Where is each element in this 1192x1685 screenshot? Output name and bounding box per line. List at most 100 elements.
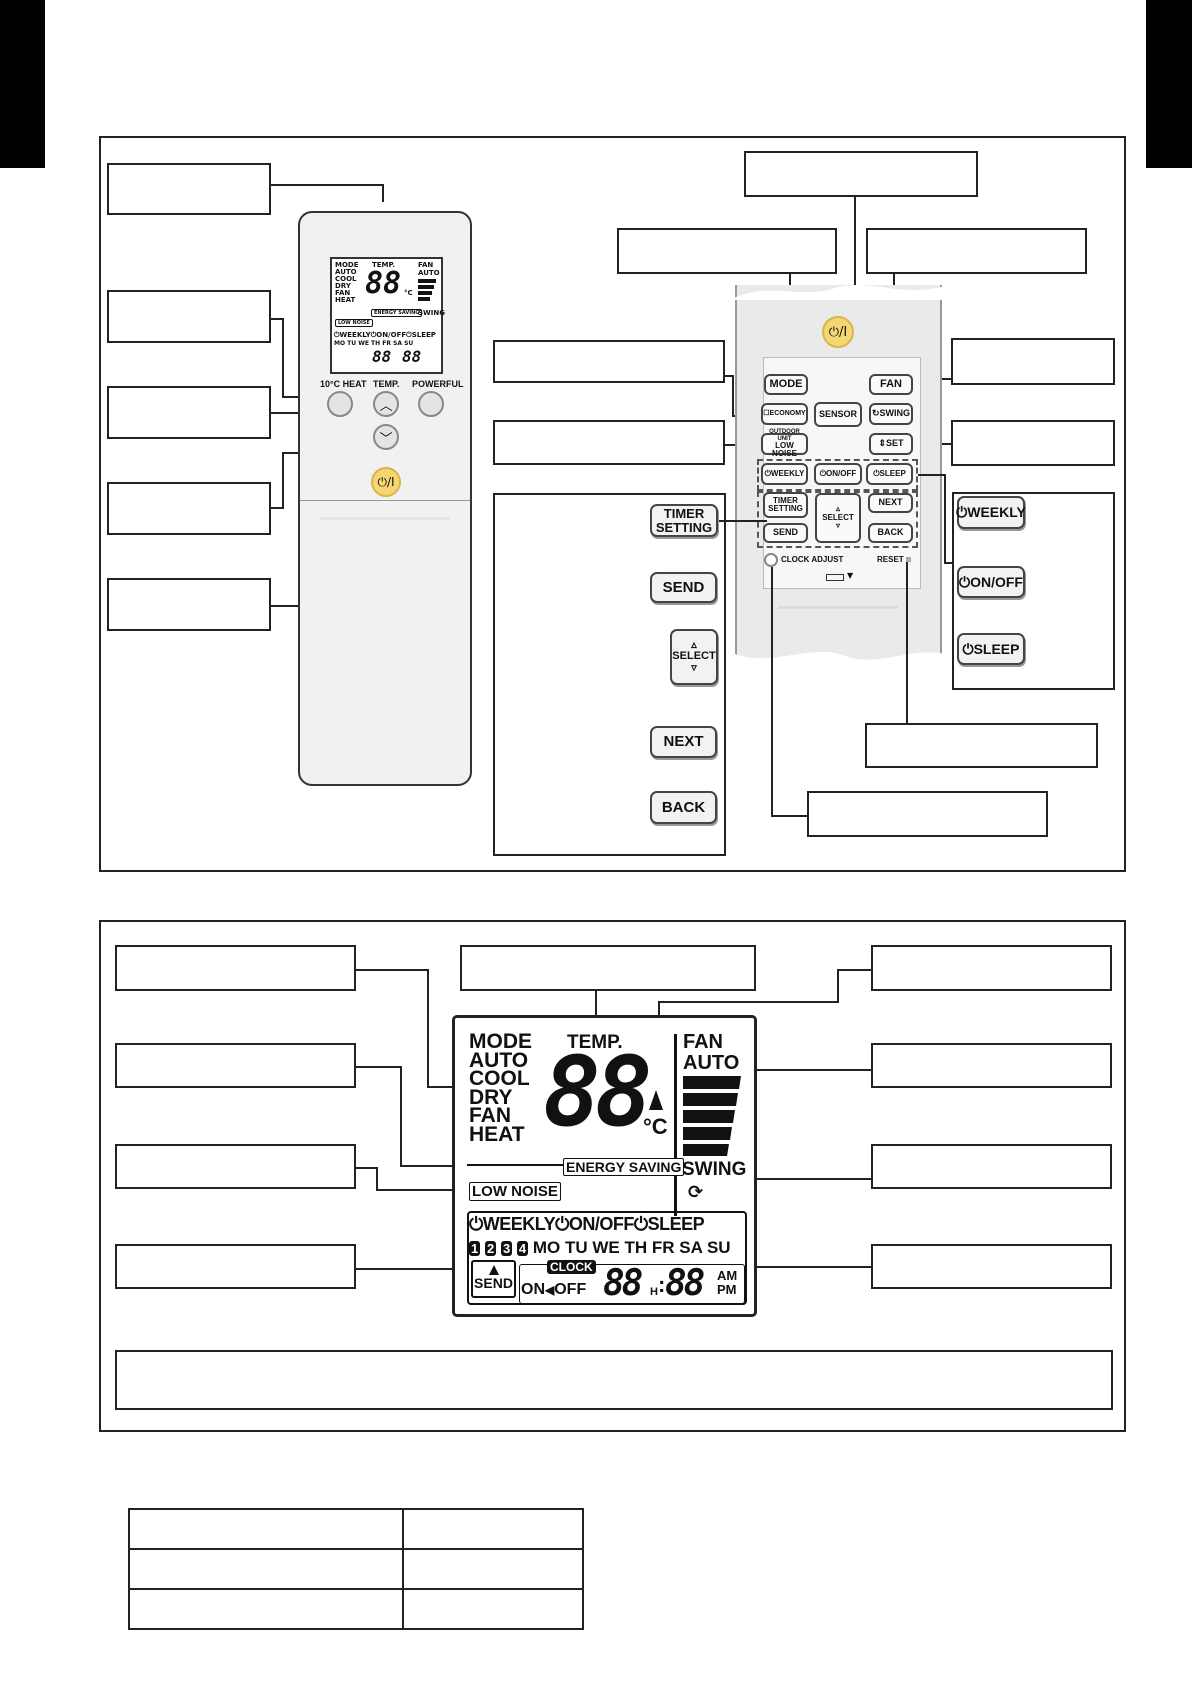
remote-torn-bottom-edge: [730, 651, 945, 670]
power-button-small[interactable]: ⏻/I: [371, 467, 401, 497]
lcd-low-noise: LOW NOISE: [335, 319, 373, 327]
set-icon: ⇕: [878, 438, 887, 449]
label-box-power: [107, 578, 271, 631]
lcd-swing-label-large: SWING: [682, 1159, 747, 1180]
set-button[interactable]: ⇕SET: [869, 433, 913, 455]
lcd-day-number-4: 4: [516, 1241, 529, 1256]
label-box-swing-display: [871, 1144, 1112, 1189]
lcd-weekly-large: WEEKLY: [482, 1214, 556, 1234]
clock-icon: ⏻: [555, 1214, 569, 1234]
lcd-fan-auto-label: AUTO: [418, 269, 440, 277]
clock-icon: ⏻: [959, 573, 971, 590]
powerful-button[interactable]: [418, 391, 444, 417]
back-button[interactable]: BACK: [868, 523, 913, 543]
lcd-sleep-large: SLEEP: [647, 1214, 705, 1234]
lcd-time-hours-small: 88: [372, 347, 392, 366]
lcd-divider-vertical: [674, 1034, 677, 1216]
heat10-button[interactable]: [327, 391, 353, 417]
label-box-10c-heat: [107, 290, 271, 343]
triangle-down-icon: ▿: [691, 661, 697, 674]
weekly-label: WEEKLY: [770, 468, 805, 478]
lcd-energy-saving: ENERGY SAVING: [371, 309, 423, 317]
select-button[interactable]: ▵SELECT▿: [815, 493, 861, 543]
economy-label: ECONOMY: [769, 410, 806, 418]
outdoor-unit-label: OUTDOOR UNIT: [769, 429, 800, 442]
lcd-timer-area: [467, 1211, 747, 1305]
remote-cover-slot-open: [778, 606, 898, 609]
lcd-mode-label-large: MODE: [469, 1030, 532, 1053]
triangle-down-icon: ▿: [835, 521, 840, 531]
lcd-sleep-small: SLEEP: [411, 331, 436, 339]
onoff-timer-button[interactable]: ⏻ON/OFF: [814, 463, 862, 485]
lcd-mode-label: MODE: [335, 261, 359, 269]
lcd-cool-label-large: COOL: [469, 1067, 530, 1090]
temp-down-button[interactable]: ﹀: [373, 424, 399, 450]
sensor-button[interactable]: SENSOR: [814, 402, 862, 427]
lcd-celsius: °C: [404, 289, 413, 297]
lcd-am-label: AM: [717, 1268, 738, 1283]
triangle-up-icon: ▵: [835, 504, 840, 514]
lcd-day-number-2: 2: [484, 1241, 497, 1256]
clock-icon: ⏻: [962, 640, 974, 657]
sleep-button-large[interactable]: ⏻SLEEP: [957, 633, 1025, 665]
heat10-label: 10°C HEAT: [320, 379, 367, 389]
swing-icon: ↻: [871, 408, 880, 419]
select-label: SELECT: [822, 512, 854, 522]
lcd-time-hours-large: 88: [603, 1263, 643, 1304]
lcd-day-number-3: 3: [500, 1241, 513, 1256]
weekly-button-large[interactable]: ⏻WEEKLY: [956, 496, 1026, 529]
clock-icon: ⏻: [956, 504, 968, 521]
clock-adjust-button[interactable]: [764, 553, 778, 567]
weekly-button[interactable]: ⏻WEEKLY: [761, 463, 808, 485]
lcd-dry-label-large: DRY: [469, 1085, 513, 1109]
page-tab-left: [0, 0, 45, 168]
lcd-heat-label-large: HEAT: [469, 1122, 525, 1146]
table-row: [128, 1588, 584, 1630]
mode-button[interactable]: MODE: [764, 374, 808, 395]
select-button-large[interactable]: ▵SELECT▿: [670, 629, 718, 685]
label-box-mode-display: [115, 945, 356, 991]
sleep-button[interactable]: ⏻SLEEP: [866, 463, 913, 485]
lcd-off-label: OFF: [554, 1281, 587, 1298]
economy-button[interactable]: ☐ECONOMY: [761, 403, 808, 425]
send-button[interactable]: SEND: [763, 523, 808, 543]
setting-label-large: SETTING: [655, 519, 713, 535]
battery-icon: [826, 574, 844, 581]
fan-bars-icon: [418, 279, 436, 301]
lcd-display-large: MODE AUTO COOL DRY FAN HEAT TEMP. 88 °C …: [452, 1015, 757, 1317]
clock-adjust-label: CLOCK ADJUST: [781, 555, 844, 564]
powerful-label: POWERFUL: [412, 379, 464, 389]
label-box-timer-display: [871, 1244, 1112, 1289]
temp-up-button[interactable]: ︿: [373, 391, 399, 417]
lcd-clock-area: [519, 1264, 745, 1304]
next-button[interactable]: NEXT: [868, 493, 913, 513]
timer-label-large: TIMER: [663, 505, 705, 521]
power-button-open[interactable]: ⏻/I: [822, 316, 854, 348]
label-box-temp-display: [460, 945, 756, 991]
onoff-button-large[interactable]: ⏻ON/OFF: [957, 566, 1025, 598]
label-box-low-noise: [115, 1144, 356, 1189]
remote-lcd-small: MODE AUTO COOL DRY FAN HEAT TEMP. 88 °C …: [330, 257, 445, 374]
lcd-pm-label: PM: [717, 1282, 737, 1297]
lcd-fan-label: FAN: [418, 261, 434, 269]
lcd-low-noise-large: LOW NOISE: [469, 1182, 561, 1201]
lcd-time-minutes-large: 88: [665, 1263, 705, 1304]
reset-button[interactable]: [906, 557, 911, 562]
label-box-clock-adjust: [807, 791, 1048, 837]
swing-button[interactable]: ↻SWING: [869, 403, 913, 425]
lcd-fan-mode-label-large: FAN: [469, 1104, 511, 1127]
bottom-table: [128, 1508, 584, 1630]
lcd-day-number-1: 1: [469, 1241, 481, 1256]
send-button-large[interactable]: SEND: [650, 572, 717, 603]
fan-button[interactable]: FAN: [869, 374, 913, 395]
label-box-temp: [107, 386, 271, 439]
back-button-large[interactable]: BACK: [650, 791, 717, 824]
label-box-powerful: [107, 482, 271, 535]
remote-cover-divider: [300, 500, 470, 501]
lcd-cool-label: COOL: [335, 275, 357, 283]
lcd-celsius-large: °C: [643, 1114, 668, 1139]
next-button-large[interactable]: NEXT: [650, 726, 717, 758]
